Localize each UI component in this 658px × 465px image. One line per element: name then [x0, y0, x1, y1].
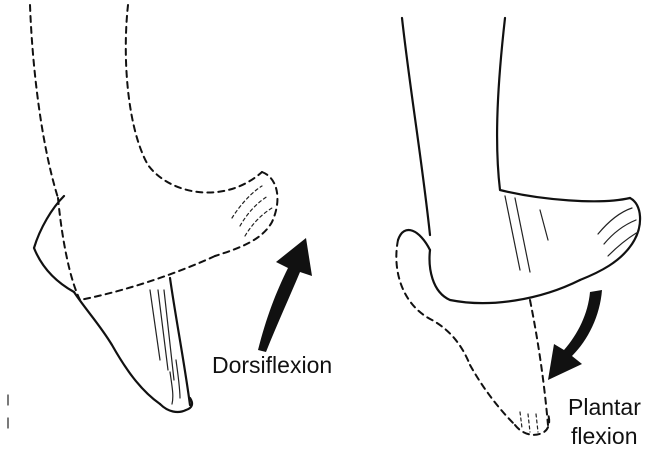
right-foot-tendon-lines	[505, 196, 548, 272]
right-solid-shin-back	[497, 18, 630, 201]
right-foot-toe-lines	[598, 208, 638, 256]
left-dashed-shin-back	[126, 5, 262, 193]
right-solid-heel	[398, 230, 430, 250]
left-leg-dorsiflexion-figure	[30, 5, 277, 412]
left-solid-toes	[160, 398, 192, 412]
right-solid-foot-top	[580, 198, 640, 280]
right-dashed-toes	[515, 414, 549, 435]
right-leg-plantarflexion-figure	[396, 18, 640, 435]
right-dashed-foot-front	[530, 300, 548, 425]
plantar-flexion-arrow	[548, 290, 602, 380]
left-dashed-shin-front	[30, 5, 58, 198]
right-solid-shin-front	[402, 18, 430, 235]
left-solid-foot-sole	[74, 292, 160, 404]
left-solid-heel	[34, 196, 74, 292]
left-dashed-foot-top	[215, 172, 277, 256]
left-dashed-sole	[80, 256, 215, 300]
dorsiflexion-label: Dorsiflexion	[212, 352, 332, 378]
dorsiflexion-arrow	[258, 238, 312, 352]
right-dashed-foot-sole	[470, 365, 515, 425]
left-dashed-toes	[232, 186, 272, 236]
right-solid-sole	[430, 250, 580, 303]
right-dashed-toe-lines	[520, 412, 538, 432]
plantar-label-line1: Plantar	[568, 394, 641, 420]
plantar-label-line2: flexion	[571, 423, 637, 449]
left-solid-foot-front	[170, 278, 190, 405]
